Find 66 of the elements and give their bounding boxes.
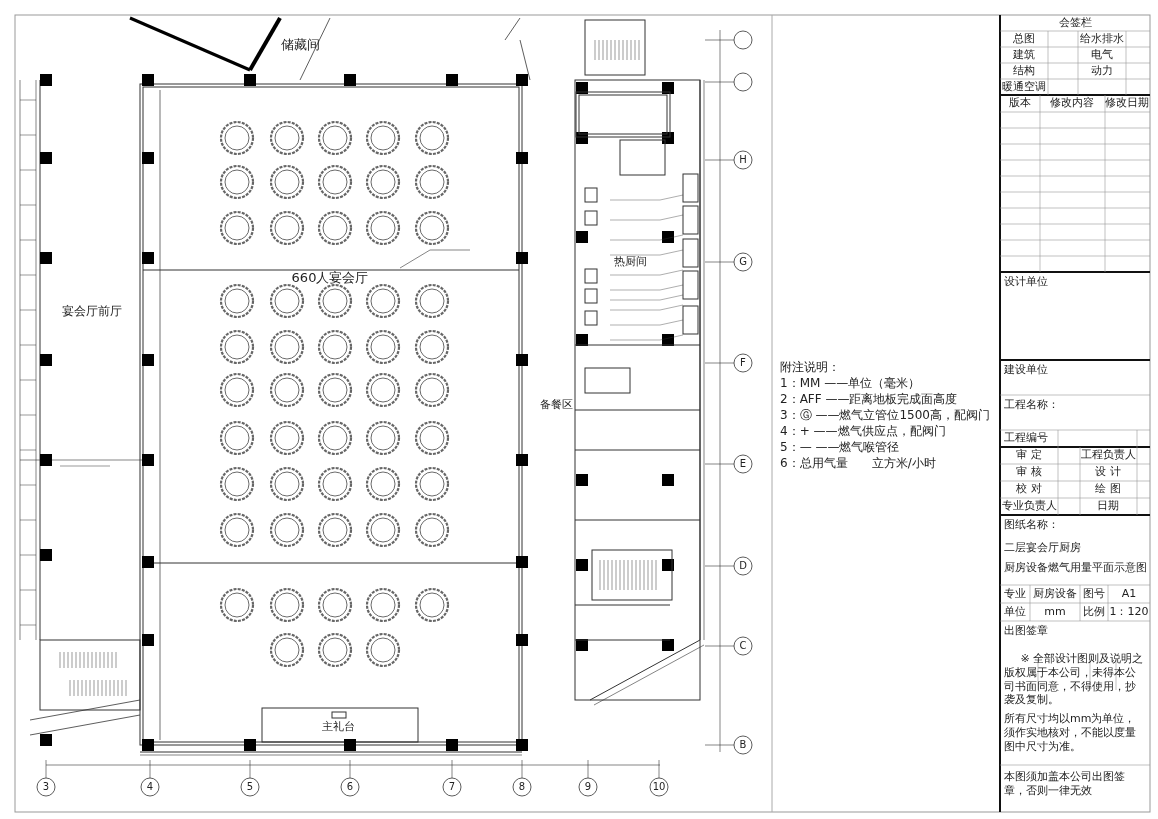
axis-label: C xyxy=(739,640,747,652)
title-block-label: 单位 xyxy=(1004,605,1026,619)
title-block-label: 图纸名称： xyxy=(1004,518,1059,532)
note-text: 4：+ ——燃气供应点，配阀门 xyxy=(780,425,946,439)
title-block-label: 工程负责人 xyxy=(1080,448,1136,462)
title-block-label: 动力 xyxy=(1091,64,1113,78)
title-block-label: 图号 xyxy=(1083,587,1105,601)
title-block-label: 结构 xyxy=(1013,64,1035,78)
axis-label: 8 xyxy=(518,781,526,793)
title-block-label: 设 计 xyxy=(1095,465,1121,479)
title-block-label: 比例 xyxy=(1083,605,1105,619)
title-block-label: 总图 xyxy=(1013,32,1035,46)
axis-label: 4 xyxy=(146,781,154,793)
note-text: 6：总用气量 立方米/小时 xyxy=(780,457,936,471)
validity-note: 本图须加盖本公司出图签章，否则一律无效 xyxy=(1004,770,1126,798)
title-block-label: 工程名称： xyxy=(1004,398,1059,412)
axis-label: 10 xyxy=(652,781,666,793)
note-text: 1：MM ——单位（毫米） xyxy=(780,377,921,391)
title-block-label: 审 核 xyxy=(1016,465,1042,479)
title-block-label: 工程编号 xyxy=(1004,431,1048,445)
title-block-label: 日期 xyxy=(1097,499,1119,513)
axis-label: H xyxy=(739,154,747,166)
title-block-label: 修改日期 xyxy=(1105,96,1149,110)
title-block-label: 绘 图 xyxy=(1095,482,1121,496)
axis-label: 7 xyxy=(448,781,456,793)
title-block-label: 校 对 xyxy=(1016,482,1042,496)
title-block-label: A1 xyxy=(1121,587,1137,601)
title-block-label: 审 定 xyxy=(1016,448,1042,462)
title-block-label: 会签栏 xyxy=(1058,16,1092,30)
axis-label: 3 xyxy=(42,781,50,793)
room-label: 备餐区 xyxy=(539,398,573,412)
title-block-label: 电气 xyxy=(1091,48,1113,62)
title-block-label: 1：120 xyxy=(1109,605,1149,619)
title-block-label: 设计单位 xyxy=(1004,275,1048,289)
title-block-label: 给水排水 xyxy=(1080,32,1124,46)
note-text: 5：— ——燃气喉管径 xyxy=(780,441,900,455)
axis-label: B xyxy=(739,739,747,751)
room-label: 宴会厅前厅 xyxy=(62,305,122,319)
drawing-title: 二层宴会厅厨房 xyxy=(1004,541,1081,555)
copyright-note: ※ 全部设计图则及说明之版权属于本公司，未得本公司书面同意，不得使用，抄袭及复制。 xyxy=(1004,652,1145,707)
copyright-note: 所有尺寸均以mm为单位，须作实地核对，不能以度量图中尺寸为准。 xyxy=(1004,712,1137,754)
room-label: 储藏间 xyxy=(280,37,320,53)
title-block-label: 版本 xyxy=(1009,96,1031,110)
title-block-label: 出图签章 xyxy=(1004,624,1048,638)
room-label: 660人宴会厅 xyxy=(291,270,369,286)
title-block-label: 专业负责人 xyxy=(1001,499,1057,513)
axis-label: E xyxy=(739,458,747,470)
title-block-label: 建筑 xyxy=(1013,48,1035,62)
axis-label: F xyxy=(740,357,746,369)
title-block-label: 专业 xyxy=(1004,587,1026,601)
note-text: 2：AFF ——距离地板完成面高度 xyxy=(780,393,958,407)
notes-heading: 附注说明： xyxy=(780,361,840,375)
axis-label: G xyxy=(739,256,747,268)
axis-label: 5 xyxy=(246,781,254,793)
axis-label: 9 xyxy=(584,781,592,793)
note-text: 3：Ⓖ ——燃气立管位1500高，配阀门 xyxy=(780,409,990,423)
title-block-label: 暖通空调 xyxy=(1002,80,1046,94)
axis-label: D xyxy=(739,560,747,572)
title-block-label: 厨房设备 xyxy=(1033,587,1077,601)
title-block-label: mm xyxy=(1044,605,1066,619)
title-block-label: 修改内容 xyxy=(1050,96,1094,110)
room-label: 热厨间 xyxy=(613,255,647,269)
drawing-title: 厨房设备燃气用量平面示意图 xyxy=(1004,561,1147,575)
room-label: 主礼台 xyxy=(321,720,355,734)
title-block-label: 建设单位 xyxy=(1004,363,1048,377)
axis-label: 6 xyxy=(346,781,354,793)
